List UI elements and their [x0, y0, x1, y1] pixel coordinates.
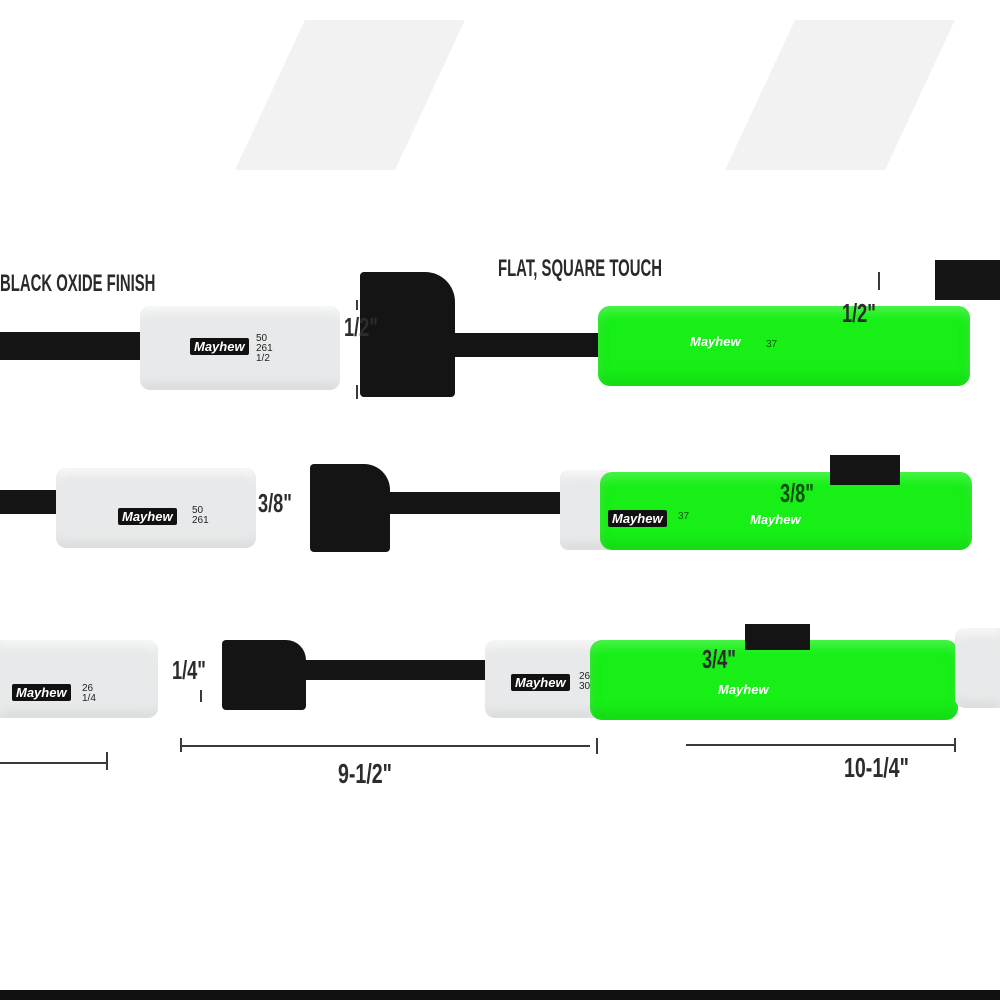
right-title: FLAT, SQUARE TOUCH: [498, 255, 662, 282]
row1-left-size: 1/2": [344, 312, 378, 342]
row1-left-blade: [360, 272, 455, 397]
bottom-border: [0, 990, 1000, 1000]
row2-right-shaft: [385, 492, 575, 514]
row1-left-logo: Mayhew: [190, 338, 249, 355]
row3-left-blade: [222, 640, 306, 710]
left-title: BLACK OXIDE FINISH: [0, 270, 156, 297]
row2-right-size: 3/8": [780, 478, 814, 508]
row1-right-size: 1/2": [842, 298, 876, 328]
row3-left-code: 26 1/4: [82, 683, 96, 704]
right-dimension-tick-a: [596, 738, 598, 754]
row3-left-logo: Mayhew: [12, 684, 71, 701]
row2-left-logo: Mayhew: [118, 508, 177, 525]
row2-left-blade: [310, 464, 390, 552]
row1-left-shaft: [0, 332, 150, 360]
row1-right-shaft: [450, 333, 610, 357]
row3-left-size-bracket: [200, 690, 202, 702]
background-faint-shape: [725, 20, 955, 170]
row3-right-code: 264 301: [579, 671, 596, 692]
row3-left-size: 1/4": [172, 655, 206, 685]
left-dimension-tick-b: [180, 738, 182, 752]
row3-right-logo-2: Mayhew: [718, 682, 769, 697]
row1-left-code: 50 261 1/2: [256, 333, 273, 364]
right-dimension-line: [686, 744, 956, 746]
row2-left-handle: Mayhew 50 261: [56, 468, 256, 548]
row3-mid-shaft: [300, 660, 510, 680]
row3-right-end: [745, 624, 810, 650]
left-dimension-tick-a: [106, 752, 108, 770]
row1-right-size-bracket: [878, 272, 880, 290]
row2-right-logo-2: Mayhew: [750, 512, 801, 527]
left-dimension-label: 9-1/2": [338, 758, 392, 789]
background-faint-shape: [235, 20, 465, 170]
row3-far-right-handle: [955, 628, 1000, 708]
right-dimension-tick-b: [954, 738, 956, 752]
right-dimension-label: 10-1/4": [844, 752, 909, 783]
row2-left-size: 3/8": [258, 488, 292, 518]
row3-right-handle: Mayhew: [590, 640, 958, 720]
row1-right-logo: Mayhew: [690, 334, 741, 349]
row2-right-logo: Mayhew: [608, 510, 667, 527]
row2-right-code: 37: [678, 511, 690, 522]
row1-right-handle: Mayhew 37: [598, 306, 970, 386]
row1-left-size-bracket-top: [356, 300, 358, 310]
row1-left-handle: Mayhew 50 261 1/2: [140, 306, 340, 390]
row3-left-handle: Mayhew 26 1/4: [0, 640, 158, 718]
left-dimension-line-b: [180, 745, 590, 747]
row2-left-code: 50 261: [192, 505, 209, 526]
row2-right-end: [830, 455, 900, 485]
row3-right-logo: Mayhew: [511, 674, 570, 691]
row1-right-end: [935, 260, 1000, 300]
row3-right-ferrule: Mayhew 264 301: [485, 640, 596, 718]
row2-right-handle: Mayhew 37 Mayhew: [600, 472, 972, 550]
row1-left-size-bracket-bottom: [356, 385, 358, 399]
left-dimension-line-a: [0, 762, 108, 764]
row3-right-size: 3/4": [702, 644, 736, 674]
row1-right-code: 37: [766, 339, 778, 350]
